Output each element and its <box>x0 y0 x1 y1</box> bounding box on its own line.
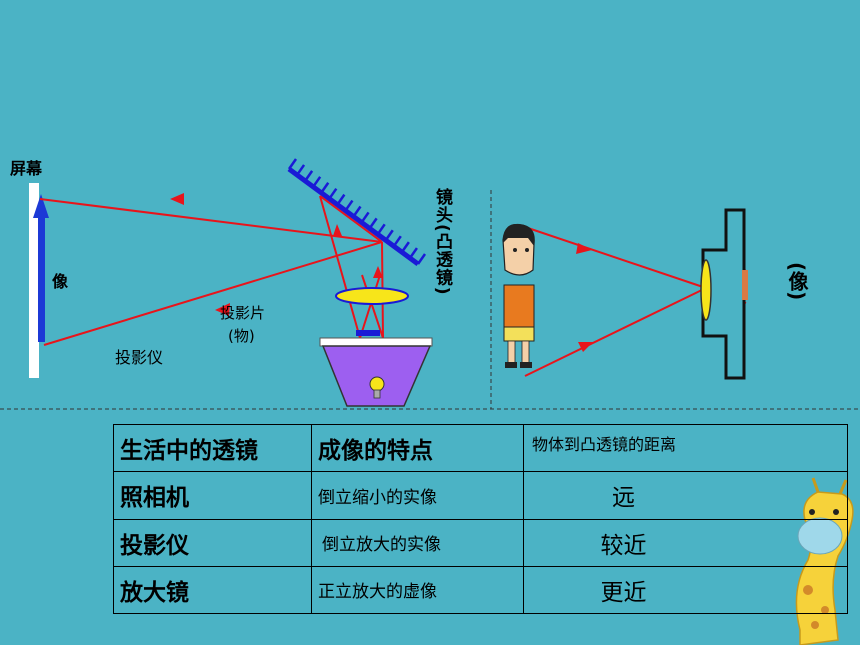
screen-label: 屏幕 <box>10 159 43 178</box>
table-cell: 较近 <box>523 518 848 567</box>
mirror-hatch <box>376 223 386 236</box>
slide-sublabel: (物) <box>228 327 255 345</box>
mirror-hatch <box>416 253 427 265</box>
table-cell: 正立放大的虚像 <box>311 565 524 615</box>
mirror-hatch <box>360 211 370 224</box>
slide <box>356 330 380 336</box>
table-header-row: 生活中的透镜 成像的特点 物体到凸透镜的距离 <box>113 423 848 473</box>
mirror-hatch <box>328 187 338 200</box>
projector-top <box>319 337 433 347</box>
ray-arrow-left <box>170 193 184 205</box>
mirror-hatch <box>336 193 346 206</box>
slide-label: 投影片 <box>220 304 266 322</box>
mirror-hatch <box>287 158 298 170</box>
table-row: 照相机 倒立缩小的实像 远 <box>113 471 848 520</box>
header-cell: 生活中的透镜 <box>113 423 312 473</box>
header-cell: 物体到凸透镜的距离 <box>523 423 848 473</box>
screen <box>29 183 39 378</box>
table-cell: 远 <box>523 471 848 520</box>
lens-label: 镜头(凸透镜) <box>432 188 452 296</box>
mirror <box>287 158 427 267</box>
mirror-hatch <box>368 217 378 230</box>
mirror-hatch <box>320 182 330 194</box>
table-cell: 照相机 <box>113 471 312 520</box>
mirror-hatch <box>304 170 314 182</box>
screen-image-arrow-shaft <box>38 210 45 342</box>
bulb-icon <box>369 376 385 399</box>
table-row: 投影仪 倒立放大的实像 较近 <box>113 518 848 567</box>
ray-arrow-up-2 <box>373 266 383 278</box>
right-image-label: (像) <box>785 262 809 301</box>
ray-arrow-up-1 <box>333 224 342 236</box>
image-label: 像 <box>52 272 69 291</box>
mirror-hatch <box>400 241 410 253</box>
person-figure <box>502 223 535 368</box>
table-cell: 倒立缩小的实像 <box>311 471 524 520</box>
characteristics-table: 生活中的透镜 成像的特点 物体到凸透镜的距离 照相机 倒立缩小的实像 远 投影仪… <box>113 423 848 615</box>
table-cell: 更近 <box>523 565 848 615</box>
header-cell: 成像的特点 <box>311 423 524 473</box>
projector-label: 投影仪 <box>115 348 164 367</box>
table-cell: 投影仪 <box>113 518 312 567</box>
mirror-hatch <box>392 235 402 247</box>
table-cell: 放大镜 <box>113 565 312 615</box>
mirror-hatch <box>384 229 394 241</box>
mirror-hatch <box>352 205 362 218</box>
projector-rays <box>39 195 384 346</box>
table-row: 放大镜 正立放大的虚像 更近 <box>113 565 848 615</box>
camera <box>700 208 748 380</box>
projector-body <box>321 345 432 407</box>
mirror-hatch <box>296 164 306 176</box>
camera-ray-arrow-1 <box>576 243 592 254</box>
ray-arrow-lower <box>215 303 230 316</box>
camera-ray-arrow-2 <box>578 342 593 352</box>
screen-image-arrow-head <box>33 194 49 218</box>
mirror-hatch <box>312 176 322 188</box>
table-cell: 倒立放大的实像 <box>311 518 524 567</box>
mirror-hatch <box>408 247 418 259</box>
mirror-hatch <box>344 199 354 212</box>
projector-lens <box>335 287 409 305</box>
